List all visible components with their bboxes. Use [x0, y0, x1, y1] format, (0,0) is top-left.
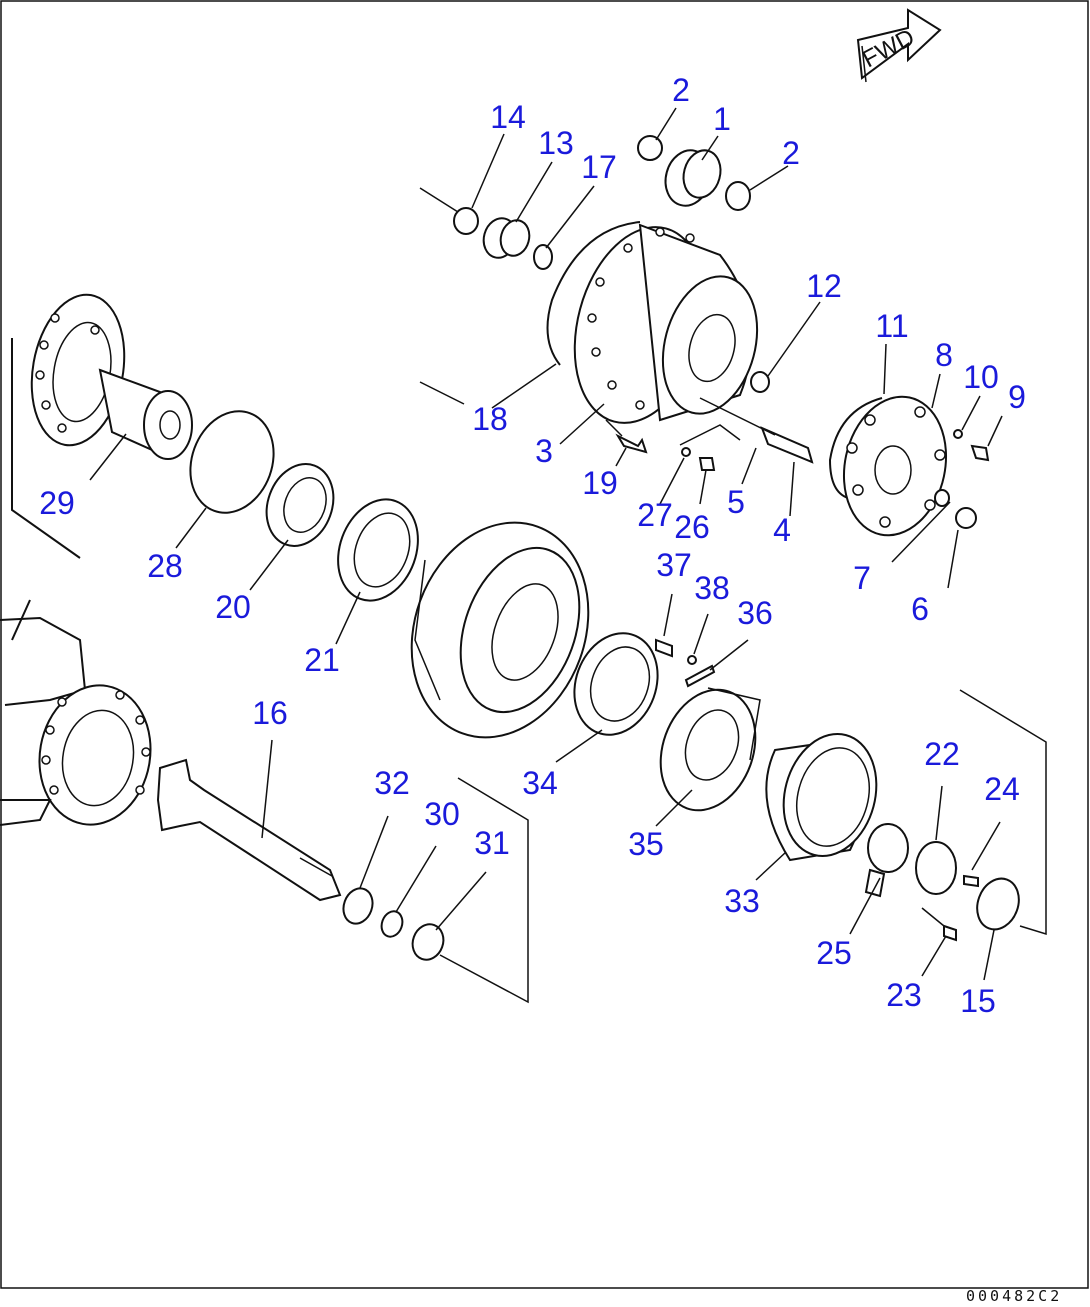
part-20-bearing-race [265, 463, 335, 547]
part-label-14: 14 [490, 99, 526, 135]
part-12-nut [750, 371, 770, 393]
part-2-nut-right [725, 181, 751, 211]
part-label-1: 1 [713, 101, 731, 137]
part-36-pin [684, 664, 716, 688]
part-24-pin [963, 874, 979, 888]
part-7-o-ring [934, 489, 950, 507]
part-label-8: 8 [935, 337, 953, 373]
part-label-9: 9 [1008, 379, 1026, 415]
part-35-hub [659, 687, 761, 812]
part-label-21: 21 [304, 642, 340, 678]
part-label-24: 24 [984, 771, 1020, 807]
part-label-27: 27 [637, 497, 673, 533]
part-34-bearing [573, 632, 659, 736]
drawing-reference-code: 000482C2 [966, 1287, 1062, 1305]
fwd-arrow-text: FWD [858, 24, 919, 73]
part-3-housing [573, 223, 759, 424]
part-30-ring [380, 910, 404, 938]
part-25-sun-gear [864, 823, 909, 898]
part-label-10: 10 [963, 359, 999, 395]
part-label-23: 23 [886, 977, 922, 1013]
part-14-seal [453, 207, 479, 235]
part-33-ring-gear [765, 732, 878, 862]
part-label-34: 34 [522, 765, 558, 801]
part-9-bolt [970, 444, 990, 462]
part-label-15: 15 [960, 983, 996, 1019]
part-18-o-ring [546, 221, 641, 366]
part-13-bearing [482, 217, 531, 259]
part-38-washer [687, 655, 697, 665]
part-11-o-ring [828, 397, 883, 499]
part-label-20: 20 [215, 589, 251, 625]
part-label-13: 13 [538, 125, 574, 161]
part-26-plug [698, 457, 716, 471]
part-label-26: 26 [674, 509, 710, 545]
part-label-3: 3 [535, 433, 553, 469]
part-4-shaft [679, 397, 814, 464]
fwd-arrow: FWD [856, 8, 942, 83]
part-label-18: 18 [472, 401, 508, 437]
part-2-nut-left [637, 135, 663, 161]
part-label-25: 25 [816, 935, 852, 971]
part-label-31: 31 [474, 825, 510, 861]
part-21-bearing [337, 498, 419, 602]
part-label-11: 11 [875, 308, 908, 344]
part-labels: 1 2 2 3 4 5 6 7 8 9 10 11 12 13 14 15 16… [39, 72, 1026, 1019]
part-label-12: 12 [806, 268, 842, 304]
part-23-bolt [943, 924, 957, 942]
part-label-37: 37 [656, 547, 692, 583]
part-label-16: 16 [252, 695, 288, 731]
part-19-bolt [615, 433, 648, 454]
part-label-17: 17 [581, 149, 617, 185]
part-1-gear [664, 149, 722, 207]
leader-lines [89, 107, 1003, 981]
part-label-32: 32 [374, 765, 410, 801]
part-label-5: 5 [727, 484, 745, 520]
part-32-seal [342, 887, 374, 925]
part-27-ring [681, 447, 691, 457]
part-label-28: 28 [147, 548, 183, 584]
part-31-bushing [411, 923, 445, 961]
part-label-36: 36 [737, 595, 773, 631]
part-label-19: 19 [582, 465, 618, 501]
part-6-plug [955, 507, 977, 529]
part-label-38: 38 [694, 570, 730, 606]
part-label-2-top: 2 [672, 72, 690, 108]
part-label-7: 7 [853, 560, 871, 596]
part-29-hub [11, 293, 193, 559]
part-label-33: 33 [724, 883, 760, 919]
part-8-cover [842, 395, 948, 537]
part-16-axle-shaft [156, 758, 342, 902]
part-label-2-right: 2 [782, 135, 800, 171]
planet-carrier [410, 521, 590, 739]
part-10-washer [953, 429, 963, 439]
part-label-29: 29 [39, 485, 75, 521]
part-label-4: 4 [773, 512, 791, 548]
axle-housing [0, 599, 152, 826]
part-37-bolt [655, 638, 673, 658]
part-label-22: 22 [924, 736, 960, 772]
part-15-thrust-washer [976, 877, 1020, 931]
part-22-gear [915, 841, 957, 895]
part-28-o-ring [189, 410, 275, 514]
part-17-snap-ring [533, 244, 553, 270]
part-label-35: 35 [628, 826, 664, 862]
part-label-30: 30 [424, 796, 460, 832]
part-label-6: 6 [911, 591, 929, 627]
